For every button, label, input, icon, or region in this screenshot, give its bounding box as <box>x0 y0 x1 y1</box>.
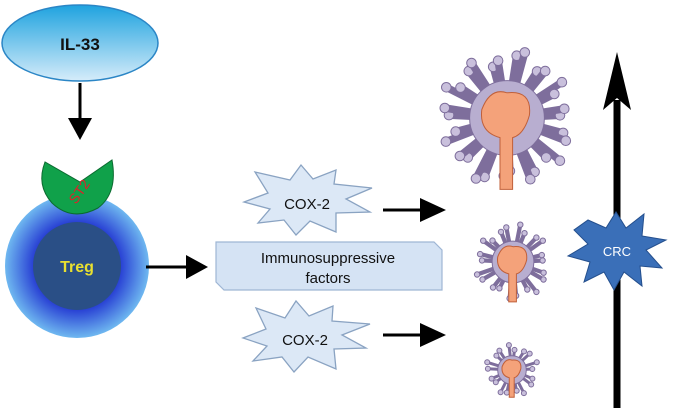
gland-frond-tip <box>493 352 500 359</box>
treg-cell: Treg <box>5 194 149 338</box>
immuno-line2: factors <box>305 270 350 287</box>
st2-receptor: ST2 <box>41 159 114 215</box>
gland-frond-tip <box>540 152 552 163</box>
gland-frond-tip <box>533 288 540 296</box>
gland-frond-tip <box>454 150 466 162</box>
gland-frond-tip <box>539 65 551 77</box>
tumor-gland-medium <box>473 221 547 303</box>
st2-shape <box>41 159 114 215</box>
gland-frond-tip <box>519 47 531 58</box>
gland-frond-tip <box>492 55 504 67</box>
gland-frond-tip <box>484 359 491 366</box>
gland-frond-tip <box>484 365 491 372</box>
tumor-gland-small <box>484 342 540 398</box>
gland-frond-tip <box>529 375 536 382</box>
gland-frond-tip <box>478 257 486 264</box>
gland-frond-tip <box>503 389 510 396</box>
gland-frond-tip <box>441 82 452 93</box>
gland-frond-tip <box>505 342 512 349</box>
cox2-bottom-star: COX-2 <box>241 299 371 373</box>
gland-frond-tip <box>470 173 482 184</box>
crc-star: CRC <box>566 211 668 292</box>
gland-frond-tip <box>521 230 528 237</box>
gland-frond-tip <box>539 257 546 264</box>
gland-frond-tip <box>539 237 546 244</box>
treg-inner-circle <box>33 222 121 310</box>
gland-frond-tip <box>496 285 503 292</box>
gland-frond-tip <box>540 269 547 276</box>
gland-frond-tip <box>520 390 527 397</box>
gland-frond-tip <box>525 173 536 185</box>
gland-frond-tip <box>554 155 566 166</box>
gland-frond-tip <box>533 359 540 366</box>
gland-frond-tip <box>540 276 547 283</box>
gland-frond-tip <box>440 136 452 147</box>
gland-frond-tip <box>450 126 462 137</box>
gland-frond-tip <box>503 224 510 231</box>
il33-node: IL-33 <box>1 4 159 82</box>
gland-frond-tip <box>476 250 484 258</box>
gland-frond-tip <box>517 221 524 228</box>
gland-frond-tip <box>439 102 451 114</box>
gland-frond-tip <box>480 237 487 244</box>
gland-frond-tip <box>492 379 499 386</box>
gland-frond-tip <box>489 237 496 244</box>
gland-frond-tip <box>529 366 536 372</box>
gland-frond-tip <box>521 348 527 355</box>
cox2-top-label: COX-2 <box>284 196 330 213</box>
gland-core <box>497 245 528 303</box>
arrow-treg-to-factors <box>146 255 208 279</box>
cox2-top-star: COX-2 <box>241 163 373 236</box>
cox2-bottom-label: COX-2 <box>282 332 328 349</box>
gland-frond-tip <box>466 57 477 69</box>
gland-core <box>480 91 531 190</box>
gland-frond-tip <box>538 251 545 259</box>
gland-frond-tip <box>497 389 504 396</box>
gland-frond-tip <box>473 271 481 278</box>
treg-label: Treg <box>60 259 94 276</box>
arrow-cox2-top-to-tumor <box>383 198 446 222</box>
gland-frond-tip <box>559 103 570 115</box>
gland-frond-tip <box>549 88 560 100</box>
gland-frond-tip <box>489 284 497 291</box>
gland-frond-tip <box>528 381 535 388</box>
gland-frond-tip <box>496 347 503 354</box>
gland-frond-tip <box>488 375 495 382</box>
gland-frond-tip <box>479 276 486 283</box>
gland-frond-tip <box>556 76 568 88</box>
gland-frond-tip <box>533 234 540 241</box>
gland-core <box>501 359 522 398</box>
immunosuppressive-factors-box: Immunosuppressive factors <box>215 241 443 291</box>
il33-ellipse <box>1 4 159 82</box>
tumor-gland-large <box>439 47 572 190</box>
crc-label: CRC <box>603 244 631 259</box>
gland-frond-tip <box>524 286 531 293</box>
gland-frond-tip <box>511 346 518 353</box>
arrow-cox2-bottom-to-tumor <box>383 323 446 347</box>
gland-frond-tip <box>560 135 572 146</box>
il33-label: IL-33 <box>60 35 100 54</box>
gland-frond-tip <box>513 387 520 394</box>
arrow-il33-to-st2 <box>68 83 92 140</box>
gland-frond-tip <box>497 228 505 236</box>
gland-frond-tip <box>526 350 533 357</box>
immuno-line1: Immunosuppressive <box>261 250 395 267</box>
gland-frond-tip <box>455 82 466 93</box>
